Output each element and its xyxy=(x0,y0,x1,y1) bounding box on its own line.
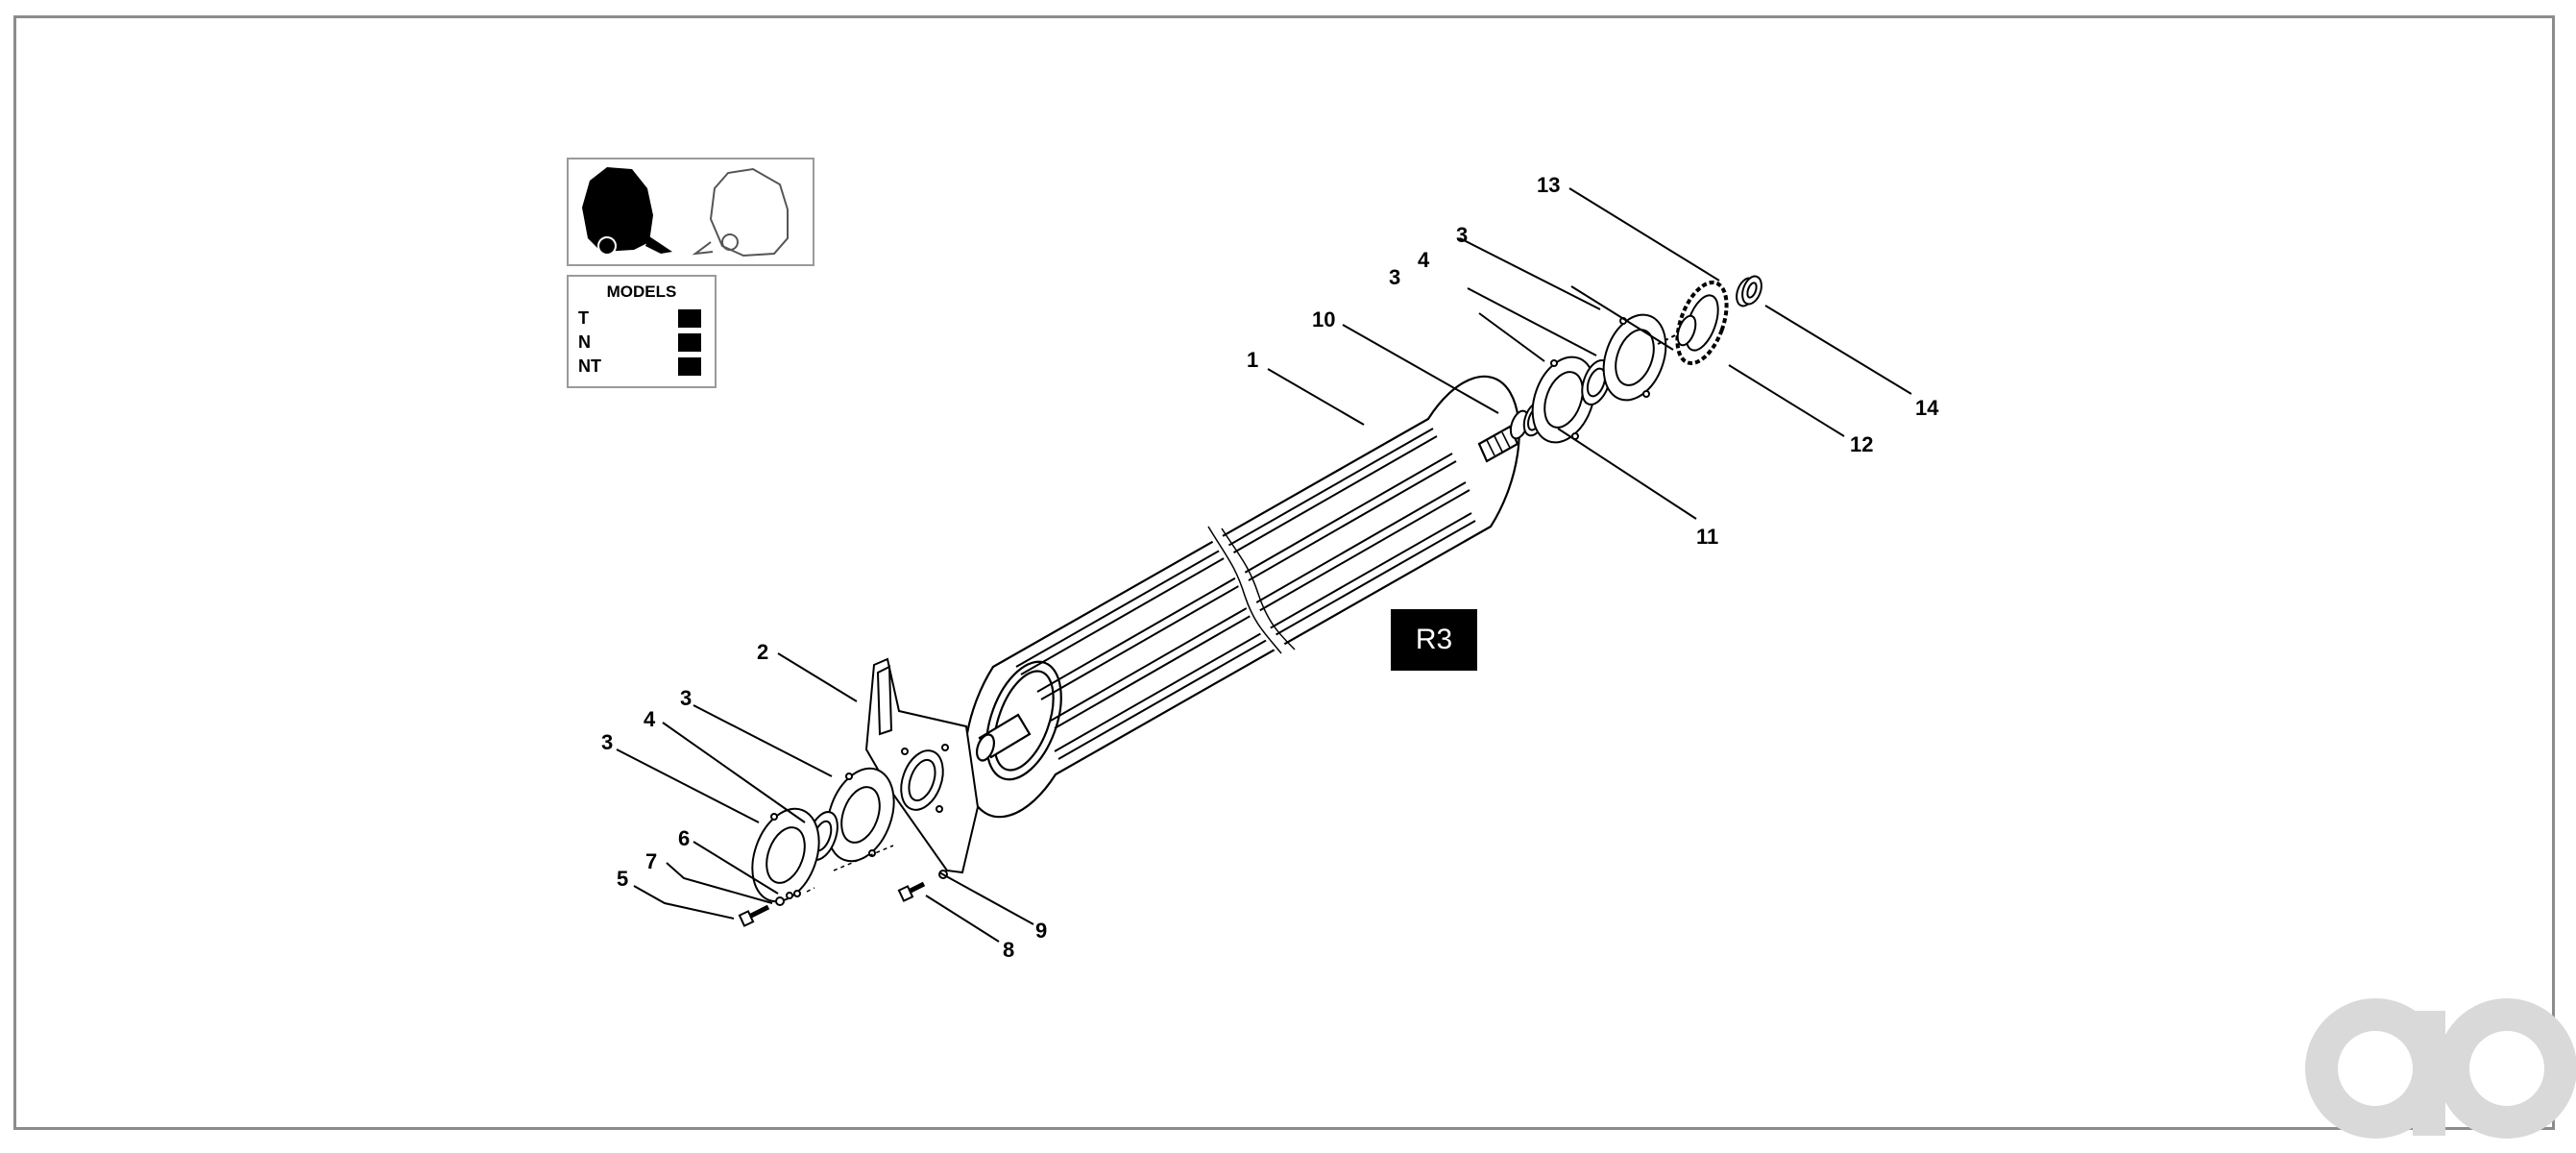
callout-2: 2 xyxy=(757,640,768,664)
callout-3: 3 xyxy=(1456,223,1468,247)
models-title: MODELS xyxy=(606,282,677,301)
svg-text:ao: ao xyxy=(0,0,17,4)
callout-6: 6 xyxy=(678,826,690,850)
callout-8: 8 xyxy=(1003,938,1014,962)
callout-3: 3 xyxy=(1389,265,1400,289)
model-marker xyxy=(678,357,701,376)
model-row-nt: NT xyxy=(578,356,701,378)
callout-4: 4 xyxy=(1418,248,1430,272)
callout-11: 11 xyxy=(1696,525,1718,549)
callout-3: 3 xyxy=(601,730,613,754)
callout-5: 5 xyxy=(617,867,628,891)
model-marker xyxy=(678,333,701,352)
models-legend: MODELS T N NT xyxy=(567,275,717,388)
model-row-n: N xyxy=(578,332,701,354)
roller-drum xyxy=(963,375,1520,819)
callout-14: 14 xyxy=(1915,396,1939,420)
left-bearing-assembly xyxy=(738,657,980,927)
baler-outline-icon xyxy=(692,167,789,258)
callout-12: 12 xyxy=(1850,432,1873,456)
callout-10: 10 xyxy=(1312,307,1335,331)
baler-solid-icon xyxy=(582,167,672,256)
section-label: R3 xyxy=(1391,609,1477,671)
callout-numbers: 1 2 3 3 4 6 7 5 9 8 10 11 3 4 3 13 12 14 xyxy=(601,173,1939,962)
leader-lines xyxy=(616,187,1912,943)
callout-4: 4 xyxy=(644,707,656,731)
callout-3: 3 xyxy=(680,686,692,710)
callout-7: 7 xyxy=(645,849,657,873)
right-bearing-assembly xyxy=(1509,275,1762,444)
model-row-t: T xyxy=(578,308,701,330)
callout-1: 1 xyxy=(1247,348,1258,372)
callout-13: 13 xyxy=(1537,173,1560,197)
model-code: NT xyxy=(578,356,601,376)
model-code: T xyxy=(578,308,589,328)
model-code: N xyxy=(578,332,591,352)
machine-thumbnail-box xyxy=(567,158,814,266)
callout-9: 9 xyxy=(1035,919,1047,943)
model-marker xyxy=(678,309,701,328)
